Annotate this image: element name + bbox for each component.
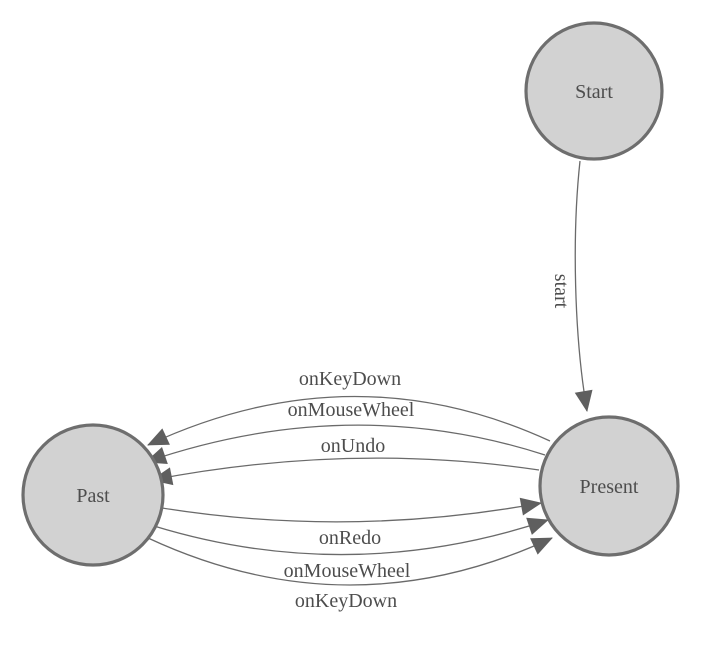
edge-label-start: start bbox=[550, 274, 572, 309]
edge-past-to-present-onmousewheel bbox=[153, 517, 549, 556]
edge-label-onkeydown-top: onKeyDown bbox=[299, 368, 401, 390]
edge-present-to-past-onkeydown bbox=[147, 395, 551, 446]
state-node-present bbox=[538, 415, 680, 557]
edge-label-onredo: onRedo bbox=[319, 527, 381, 549]
edge-present-to-past-onundo bbox=[151, 457, 540, 486]
edge-label-onmousewheel-top: onMouseWheel bbox=[288, 399, 415, 421]
edge-start-to-present bbox=[574, 160, 593, 412]
state-node-start bbox=[524, 21, 664, 161]
edge-label-onundo: onUndo bbox=[321, 435, 385, 457]
edge-present-to-past-onmousewheel bbox=[145, 424, 546, 465]
state-node-start-label: Start bbox=[575, 81, 613, 103]
state-node-present-label: Present bbox=[580, 476, 639, 498]
edge-past-to-present-onkeydown bbox=[147, 537, 553, 586]
edge-label-onmousewheel-bottom: onMouseWheel bbox=[284, 560, 411, 582]
state-node-past-label: Past bbox=[76, 485, 110, 507]
edge-past-to-present-onredo bbox=[161, 497, 542, 523]
edge-label-onkeydown-bottom: onKeyDown bbox=[295, 590, 397, 612]
state-node-past bbox=[21, 423, 165, 567]
